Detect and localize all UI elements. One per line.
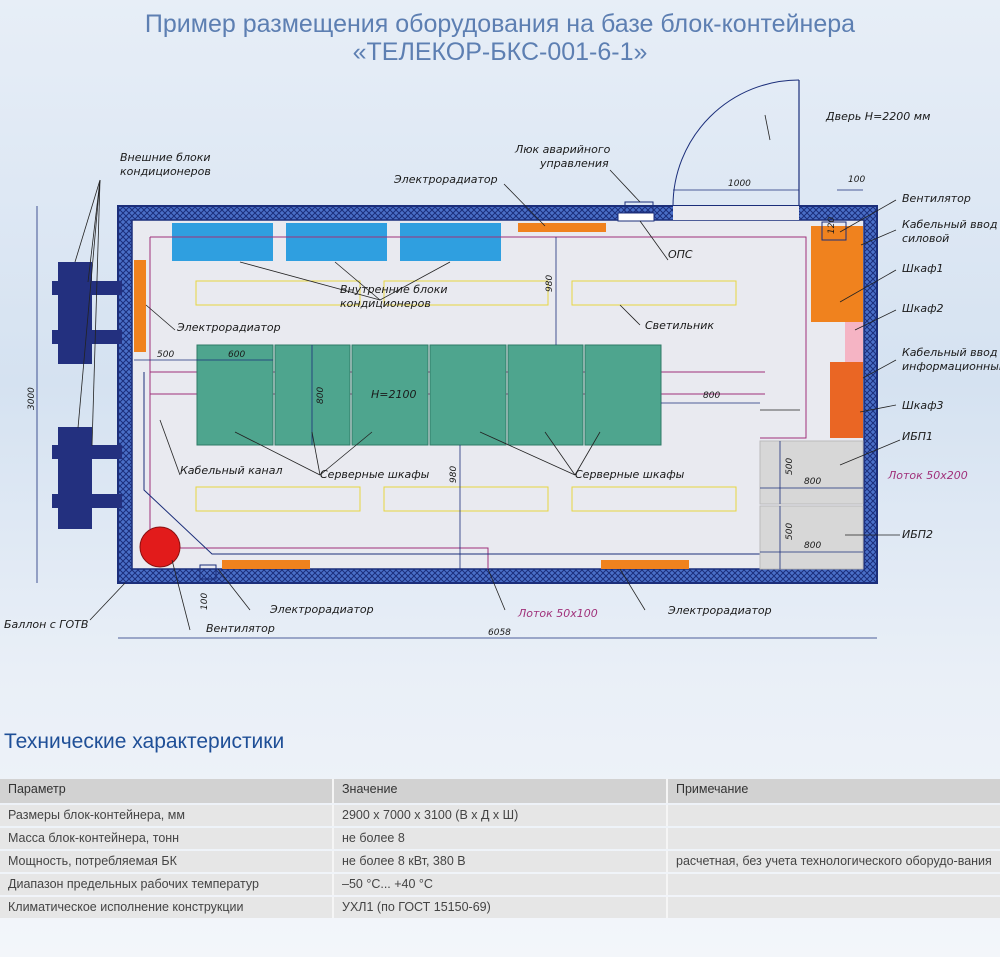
- cell-param: Климатическое исполнение конструкции: [0, 897, 332, 918]
- label-ext-ac-1: Внешние блоки: [120, 151, 211, 164]
- dim-ups1-depth: 500: [785, 458, 795, 475]
- electro-radiators: [134, 223, 689, 569]
- label-cable-channel: Кабельный канал: [180, 464, 283, 477]
- col-header-value: Значение: [332, 779, 666, 803]
- dim-right-aisle: 800: [703, 391, 720, 401]
- label-cable-info-2: информационный: [902, 360, 1000, 373]
- dim-vent-bottom: 100: [200, 593, 210, 610]
- label-hatch-1: Люк аварийного: [514, 143, 611, 156]
- page-title: Пример размещения оборудования на базе б…: [0, 10, 1000, 66]
- specs-heading: Технические характеристики: [4, 730, 285, 753]
- ops-sensor: [617, 212, 655, 222]
- label-tray-200: Лоток 50x200: [887, 469, 968, 482]
- label-cable-power-1: Кабельный ввод: [902, 218, 997, 231]
- table-row: Мощность, потребляемая БК не более 8 кВт…: [0, 851, 1000, 872]
- label-light: Светильник: [645, 319, 714, 332]
- table-row: Масса блок-контейнера, тонн не более 8: [0, 828, 1000, 849]
- cell-value: –50 °С... +40 °С: [332, 874, 666, 895]
- label-gotv: Баллон с ГОТВ: [4, 618, 88, 631]
- label-radiator-bottom-right: Электрорадиатор: [667, 604, 772, 617]
- label-tray-100: Лоток 50x100: [517, 607, 598, 620]
- cell-value: 2900 x 7000 x 3100 (В x Д x Ш): [332, 805, 666, 826]
- label-shkaf3: Шкаф3: [902, 399, 944, 412]
- label-radiator-left: Электрорадиатор: [176, 321, 281, 334]
- cell-param: Масса блок-контейнера, тонн: [0, 828, 332, 849]
- dim-rack-width: 600: [228, 350, 245, 360]
- label-hatch-2: управления: [539, 157, 609, 170]
- server-racks: [196, 344, 662, 446]
- ventilator-top: [821, 221, 847, 241]
- cell-note: [666, 897, 1000, 918]
- floor-plan-diagram: Внешние блоки кондиционеров Внутренние б…: [4, 79, 1000, 639]
- label-radiator-top: Электрорадиатор: [393, 173, 498, 186]
- cable-channel: [143, 372, 760, 555]
- label-height: H=2100: [371, 388, 416, 401]
- label-server-racks-2: Серверные шкафы: [575, 468, 685, 481]
- cabinet-1: [811, 226, 863, 322]
- dim-left-gap: 500: [157, 350, 174, 360]
- cell-value: УХЛ1 (по ГОСТ 15150-69): [332, 897, 666, 918]
- label-ibp2: ИБП2: [902, 528, 933, 541]
- label-cable-power-2: силовой: [902, 232, 949, 245]
- dim-top-clearance: 980: [545, 275, 555, 292]
- specs-table: Параметр Значение Примечание Размеры бло…: [0, 777, 1000, 920]
- cabinet-2: [845, 322, 863, 362]
- cell-param: Диапазон предельных рабочих температур: [0, 874, 332, 895]
- label-ventilator-top: Вентилятор: [902, 192, 971, 205]
- dim-height-3000: 3000: [27, 387, 37, 410]
- gotv-cylinder: [139, 526, 181, 568]
- door-opening: [673, 206, 799, 220]
- title-line-1: Пример размещения оборудования на базе б…: [144, 10, 856, 38]
- cell-note: [666, 874, 1000, 895]
- internal-ac-units: [172, 223, 501, 261]
- label-door: Дверь H=2200 мм: [825, 110, 930, 123]
- ups-2: [759, 505, 864, 570]
- door-swing-arc: [672, 79, 800, 207]
- cabinet-3: [830, 362, 863, 438]
- ventilator-bottom: [199, 564, 217, 580]
- cell-param: Размеры блок-контейнера, мм: [0, 805, 332, 826]
- label-ibp1: ИБП1: [902, 430, 933, 443]
- label-ventilator-bottom: Вентилятор: [206, 622, 275, 635]
- hatch-box: [624, 201, 654, 213]
- cell-value: не более 8 кВт, 380 В: [332, 851, 666, 872]
- label-shkaf2: Шкаф2: [902, 302, 944, 315]
- label-int-ac-1: Внутренние блоки: [340, 283, 448, 296]
- cell-note: [666, 805, 1000, 826]
- dim-ups1-width: 800: [804, 477, 821, 487]
- cell-param: Мощность, потребляемая БК: [0, 851, 332, 872]
- dim-bottom-clearance: 980: [449, 466, 459, 483]
- col-header-param: Параметр: [0, 779, 332, 803]
- table-row: Размеры блок-контейнера, мм 2900 x 7000 …: [0, 805, 1000, 826]
- dim-ups2-width: 800: [804, 541, 821, 551]
- dimension-lines: [36, 189, 877, 639]
- label-ops: ОПС: [668, 248, 693, 261]
- dim-rack-depth: 800: [316, 387, 326, 404]
- cell-note: расчетная, без учета технологического об…: [666, 851, 1000, 872]
- label-int-ac-2: кондиционеров: [340, 297, 431, 310]
- table-row: Климатическое исполнение конструкции УХЛ…: [0, 897, 1000, 918]
- dim-ups2-depth: 500: [785, 523, 795, 540]
- dim-door-width: 1000: [728, 179, 751, 189]
- leader-lines: [74, 114, 901, 631]
- external-ac-units: [52, 262, 122, 529]
- table-row: Диапазон предельных рабочих температур –…: [0, 874, 1000, 895]
- cell-value: не более 8: [332, 828, 666, 849]
- label-radiator-bottom-left: Электрорадиатор: [269, 603, 374, 616]
- label-cable-info-1: Кабельный ввод: [902, 346, 997, 359]
- specs-header-row: Параметр Значение Примечание: [0, 779, 1000, 803]
- label-shkaf1: Шкаф1: [902, 262, 944, 275]
- ups-1: [759, 440, 864, 505]
- light-fixtures: [195, 280, 737, 512]
- label-ext-ac-2: кондиционеров: [120, 165, 211, 178]
- dim-vent-width: 100: [848, 175, 865, 185]
- title-line-2: «ТЕЛЕКОР-БКС-001-6-1»: [352, 38, 648, 66]
- col-header-note: Примечание: [666, 779, 1000, 803]
- dim-length-6058: 6058: [488, 628, 511, 638]
- cell-note: [666, 828, 1000, 849]
- label-server-racks-1: Серверные шкафы: [320, 468, 430, 481]
- dim-vent-depth: 120: [827, 217, 837, 234]
